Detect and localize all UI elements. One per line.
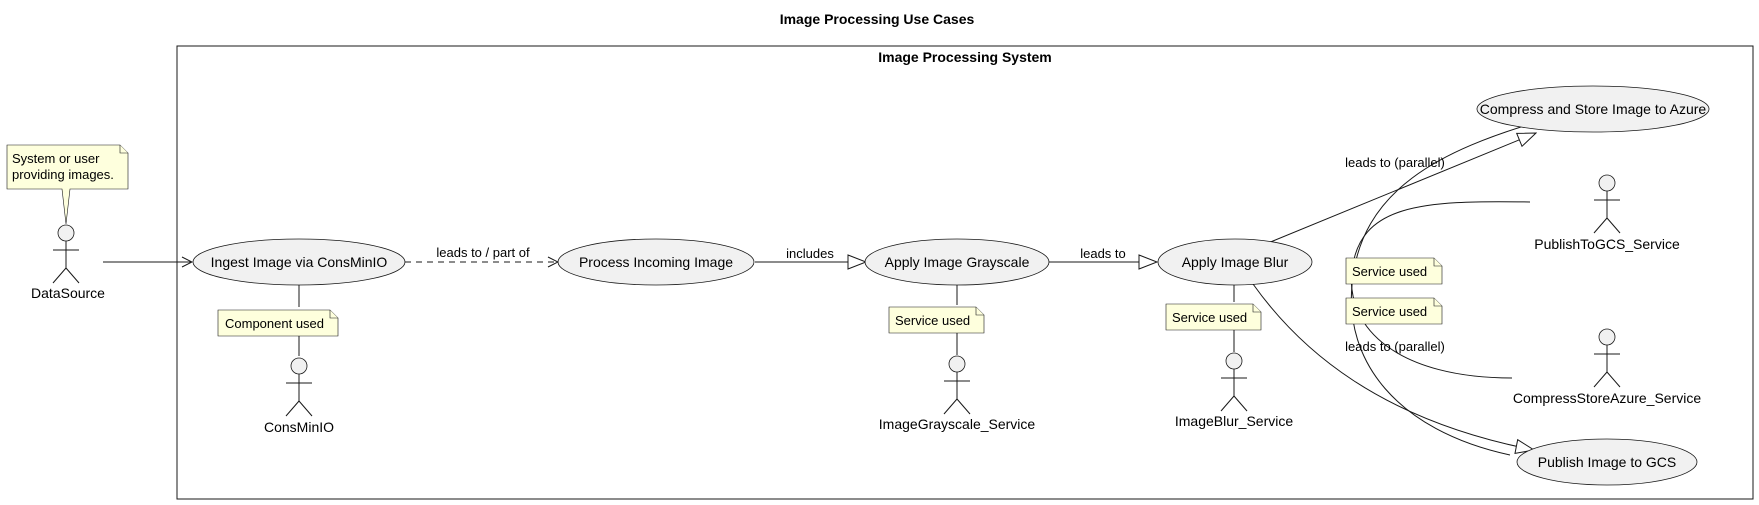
note-service-used-blur: Service used xyxy=(1165,303,1262,331)
diagram-title: Image Processing Use Cases xyxy=(780,11,975,27)
edge-label-ingest-process: leads to / part of xyxy=(436,245,530,260)
note-service-used-gcs-label: Service used xyxy=(1352,264,1427,279)
actor-grayscale-service-label: ImageGrayscale_Service xyxy=(879,416,1036,432)
edge-label-blur-publish: leads to (parallel) xyxy=(1345,339,1445,354)
actor-grayscale-service[interactable]: ImageGrayscale_Service xyxy=(879,355,1036,432)
actor-consminio[interactable]: ConsMinIO xyxy=(264,357,334,435)
note-datasource-line1: System or user xyxy=(12,151,100,166)
note-datasource: System or user providing images. xyxy=(6,144,129,225)
actor-datasource-label: DataSource xyxy=(31,285,105,301)
edge-label-blur-compress: leads to (parallel) xyxy=(1345,155,1445,170)
use-case-blur-label: Apply Image Blur xyxy=(1182,254,1289,270)
note-service-used-blur-label: Service used xyxy=(1172,310,1247,325)
use-case-compress[interactable]: Compress and Store Image to Azure xyxy=(1476,85,1710,133)
actor-azure-service-label: CompressStoreAzure_Service xyxy=(1513,390,1702,406)
edge-blur-publish xyxy=(1252,283,1534,450)
edge-blur-compress xyxy=(1267,133,1536,244)
use-case-ingest[interactable]: Ingest Image via ConsMinIO xyxy=(192,238,406,286)
use-case-compress-label: Compress and Store Image to Azure xyxy=(1480,101,1707,117)
note-service-used-gcs: Service used xyxy=(1345,257,1443,285)
use-case-process-label: Process Incoming Image xyxy=(579,254,733,270)
system-title: Image Processing System xyxy=(878,49,1052,65)
note-component-used-label: Component used xyxy=(225,316,324,331)
actor-blur-service[interactable]: ImageBlur_Service xyxy=(1175,352,1293,429)
actor-azure-service[interactable]: CompressStoreAzure_Service xyxy=(1513,328,1702,406)
edge-label-process-grayscale: includes xyxy=(786,246,834,261)
edges xyxy=(103,119,1545,456)
use-case-process[interactable]: Process Incoming Image xyxy=(557,238,755,286)
actor-consminio-label: ConsMinIO xyxy=(264,419,334,435)
use-case-blur[interactable]: Apply Image Blur xyxy=(1157,238,1313,286)
note-service-used-azure-label: Service used xyxy=(1352,304,1427,319)
use-case-grayscale-label: Apply Image Grayscale xyxy=(885,254,1030,270)
note-service-used-grayscale-label: Service used xyxy=(895,313,970,328)
note-service-used-azure: Service used xyxy=(1345,297,1443,325)
actor-blur-service-label: ImageBlur_Service xyxy=(1175,413,1293,429)
note-datasource-line2: providing images. xyxy=(12,167,114,182)
note-component-used: Component used xyxy=(217,309,339,337)
edge-label-grayscale-blur: leads to xyxy=(1080,246,1126,261)
actor-gcs-service[interactable]: PublishToGCS_Service xyxy=(1534,174,1680,252)
use-case-publish-label: Publish Image to GCS xyxy=(1538,454,1677,470)
note-service-used-grayscale: Service used xyxy=(888,306,985,334)
use-case-grayscale[interactable]: Apply Image Grayscale xyxy=(864,238,1050,286)
use-case-publish[interactable]: Publish Image to GCS xyxy=(1516,438,1698,486)
actor-gcs-service-label: PublishToGCS_Service xyxy=(1534,236,1680,252)
use-case-ingest-label: Ingest Image via ConsMinIO xyxy=(211,254,388,270)
actor-datasource[interactable]: DataSource xyxy=(31,224,105,301)
